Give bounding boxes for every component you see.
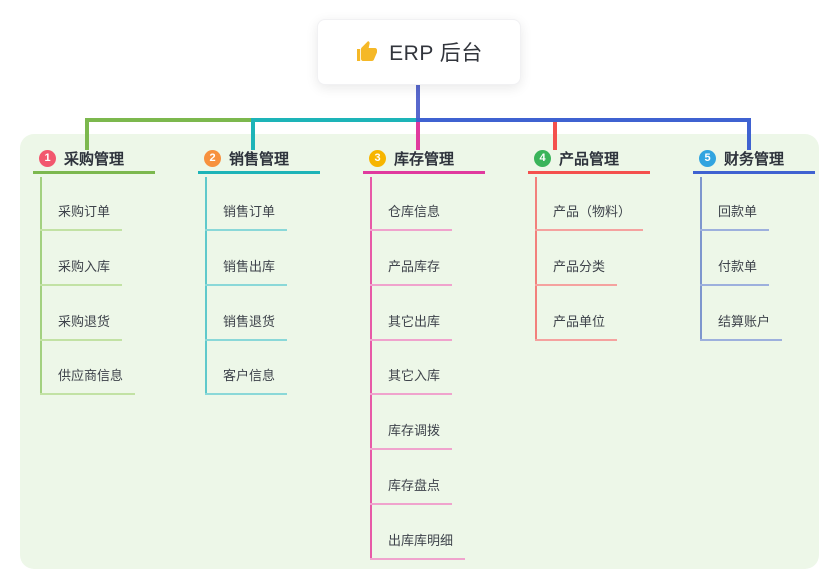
branch-title: 财务管理 bbox=[724, 151, 785, 168]
leaf-node[interactable]: 销售退货 bbox=[205, 313, 288, 341]
branch-number-badge: 4 bbox=[534, 150, 551, 167]
branch-title: 产品管理 bbox=[559, 151, 620, 168]
leaf-node[interactable]: 客户信息 bbox=[205, 367, 288, 395]
leaf-node[interactable]: 销售出库 bbox=[205, 258, 288, 286]
trunk-segment-3 bbox=[416, 118, 751, 122]
leaf-node[interactable]: 采购订单 bbox=[40, 203, 123, 231]
root-stem-line bbox=[416, 84, 420, 122]
branch-number-badge: 1 bbox=[39, 150, 56, 167]
root-title: ERP 后台 bbox=[389, 42, 483, 65]
trunk-segment-1 bbox=[85, 118, 255, 122]
branch-drop-line bbox=[85, 118, 89, 150]
leaf-node[interactable]: 其它入库 bbox=[370, 367, 453, 395]
branch-node[interactable]: 4 产品管理 bbox=[528, 146, 650, 174]
leaf-node[interactable]: 仓库信息 bbox=[370, 203, 453, 231]
root-node[interactable]: ERP 后台 bbox=[317, 19, 521, 85]
branch-number-badge: 3 bbox=[369, 150, 386, 167]
leaf-node[interactable]: 采购入库 bbox=[40, 258, 123, 286]
branch-spine-line bbox=[370, 177, 372, 560]
branch-node[interactable]: 1 采购管理 bbox=[33, 146, 155, 174]
leaf-node[interactable]: 产品（物料） bbox=[535, 203, 644, 231]
leaf-node[interactable]: 销售订单 bbox=[205, 203, 288, 231]
branch-node[interactable]: 3 库存管理 bbox=[363, 146, 485, 174]
leaf-node[interactable]: 库存调拨 bbox=[370, 422, 453, 450]
leaf-node[interactable]: 出库库明细 bbox=[370, 532, 466, 560]
branch-node[interactable]: 2 销售管理 bbox=[198, 146, 320, 174]
branch-title: 采购管理 bbox=[64, 151, 125, 168]
branch-number-badge: 5 bbox=[699, 150, 716, 167]
leaf-node[interactable]: 其它出库 bbox=[370, 313, 453, 341]
thumbs-up-icon bbox=[357, 41, 378, 61]
leaf-node[interactable]: 产品库存 bbox=[370, 258, 453, 286]
leaf-node[interactable]: 结算账户 bbox=[700, 313, 783, 341]
branch-drop-line bbox=[553, 122, 557, 150]
branch-drop-line bbox=[416, 122, 420, 150]
branch-spine-line bbox=[40, 177, 42, 395]
leaf-node[interactable]: 付款单 bbox=[700, 258, 770, 286]
branch-spine-line bbox=[205, 177, 207, 395]
leaf-node[interactable]: 产品单位 bbox=[535, 313, 618, 341]
branches-panel bbox=[20, 134, 819, 569]
branch-drop-line bbox=[747, 118, 751, 150]
branch-spine-line bbox=[535, 177, 537, 341]
leaf-node[interactable]: 库存盘点 bbox=[370, 477, 453, 505]
branch-title: 库存管理 bbox=[394, 151, 455, 168]
leaf-node[interactable]: 供应商信息 bbox=[40, 367, 136, 395]
branch-drop-line bbox=[251, 118, 255, 150]
leaf-node[interactable]: 产品分类 bbox=[535, 258, 618, 286]
leaf-node[interactable]: 回款单 bbox=[700, 203, 770, 231]
branch-number-badge: 2 bbox=[204, 150, 221, 167]
branch-node[interactable]: 5 财务管理 bbox=[693, 146, 815, 174]
trunk-segment-2 bbox=[251, 118, 420, 122]
leaf-node[interactable]: 采购退货 bbox=[40, 313, 123, 341]
branch-title: 销售管理 bbox=[229, 151, 290, 168]
branch-spine-line bbox=[700, 177, 702, 341]
thumbs-up-icon-path bbox=[357, 41, 378, 61]
